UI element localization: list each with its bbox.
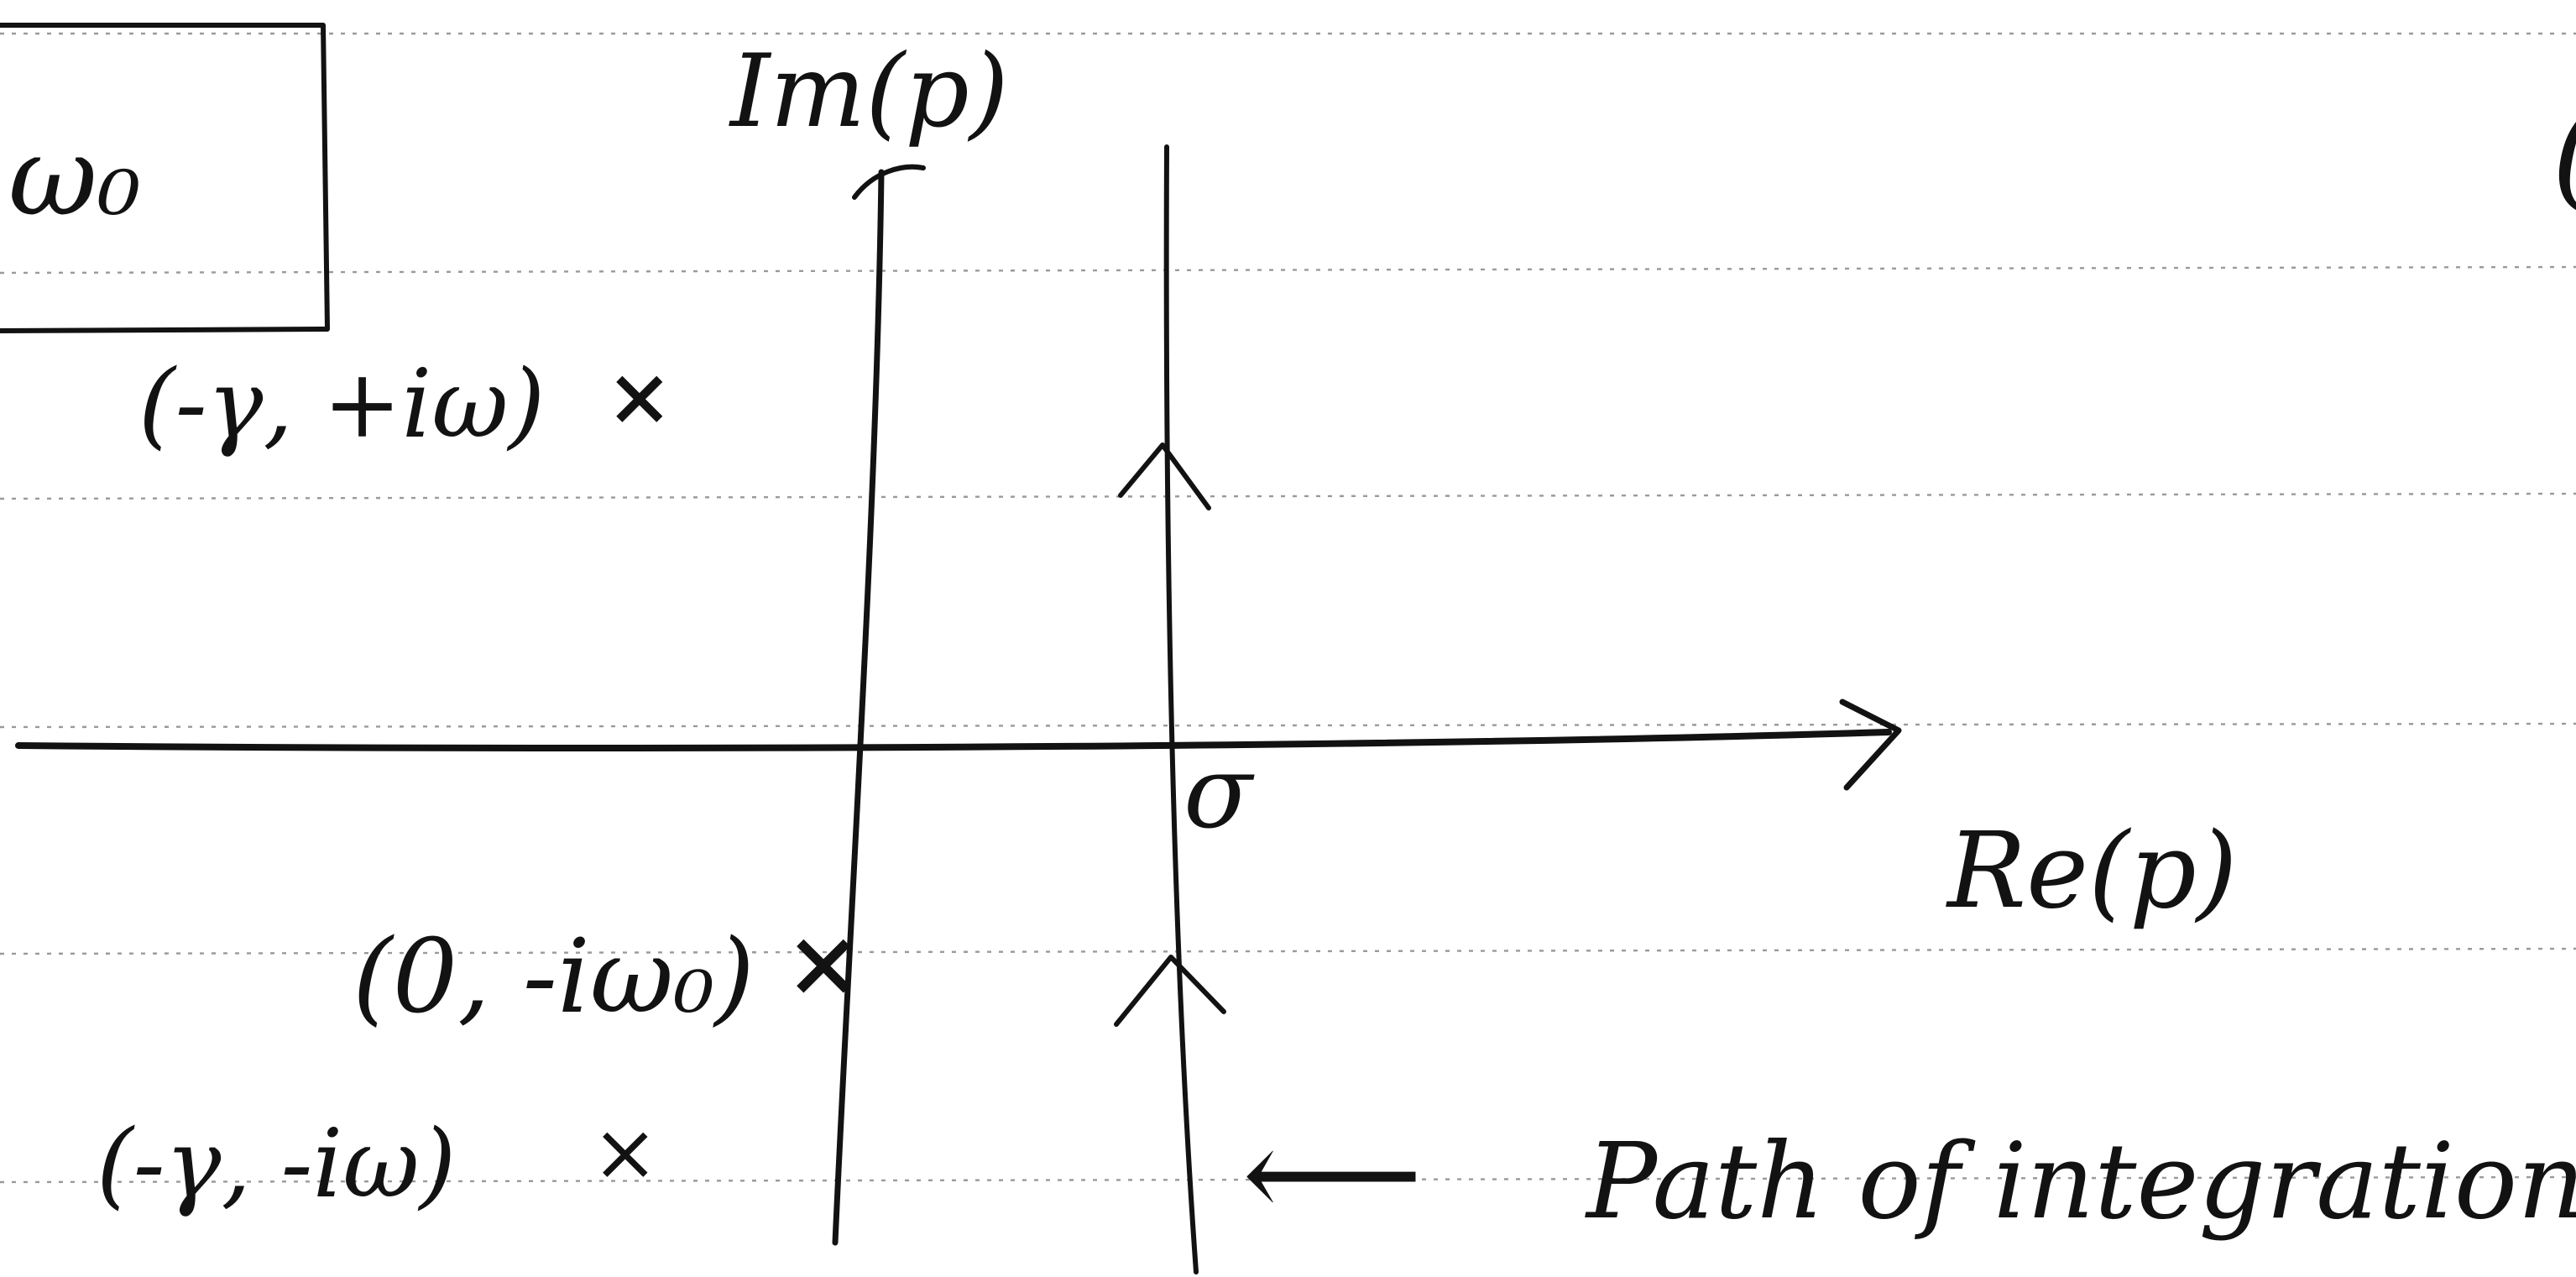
im-axis-label: Im(p) xyxy=(729,34,1009,150)
point-on-axis: (0, -iω₀) × xyxy=(353,908,862,1036)
path-annotation: ⟵ Path of integration xyxy=(1242,1102,2576,1248)
pole-upper: (-γ, +iω) × xyxy=(138,350,673,459)
ruled-line xyxy=(0,722,2576,729)
pole-lower-label: (-γ, -iω) xyxy=(97,1110,456,1219)
integration-path-line xyxy=(1163,144,1199,1274)
ruled-line xyxy=(0,265,2576,275)
im-axis-line xyxy=(832,169,885,1246)
integration-path: σ xyxy=(1114,144,1255,1274)
re-axis-line xyxy=(15,729,1892,751)
path-direction-arrow-lower xyxy=(1114,955,1226,1027)
boxed-fragment: ω₀ xyxy=(0,23,330,333)
im-axis-tick xyxy=(852,164,926,200)
pole-lower: (-γ, -iω) × xyxy=(97,1107,659,1219)
path-direction-arrow-upper xyxy=(1118,442,1211,510)
fragment-box xyxy=(0,23,330,333)
pole-lower-marker: × xyxy=(592,1107,659,1199)
ruled-line xyxy=(0,492,2576,500)
right-edge-fragment: ( xyxy=(2552,85,2576,222)
re-axis-label: Re(p) xyxy=(1946,810,2238,932)
pole-upper-label: (-γ, +iω) xyxy=(138,350,545,459)
re-axis-arrowhead xyxy=(1839,699,1902,791)
pole-upper-marker: × xyxy=(606,350,673,443)
path-annotation-arrow: ⟵ xyxy=(1242,1102,1423,1248)
sigma-label: σ xyxy=(1183,735,1255,851)
point-axis-marker: × xyxy=(785,908,862,1017)
boxed-fragment-text: ω₀ xyxy=(8,113,141,240)
re-axis: Re(p) xyxy=(15,699,2238,932)
im-axis: Im(p) xyxy=(729,34,1009,1246)
path-annotation-label: Path of integration xyxy=(1585,1121,2576,1243)
point-axis-label: (0, -iω₀) xyxy=(353,917,755,1036)
